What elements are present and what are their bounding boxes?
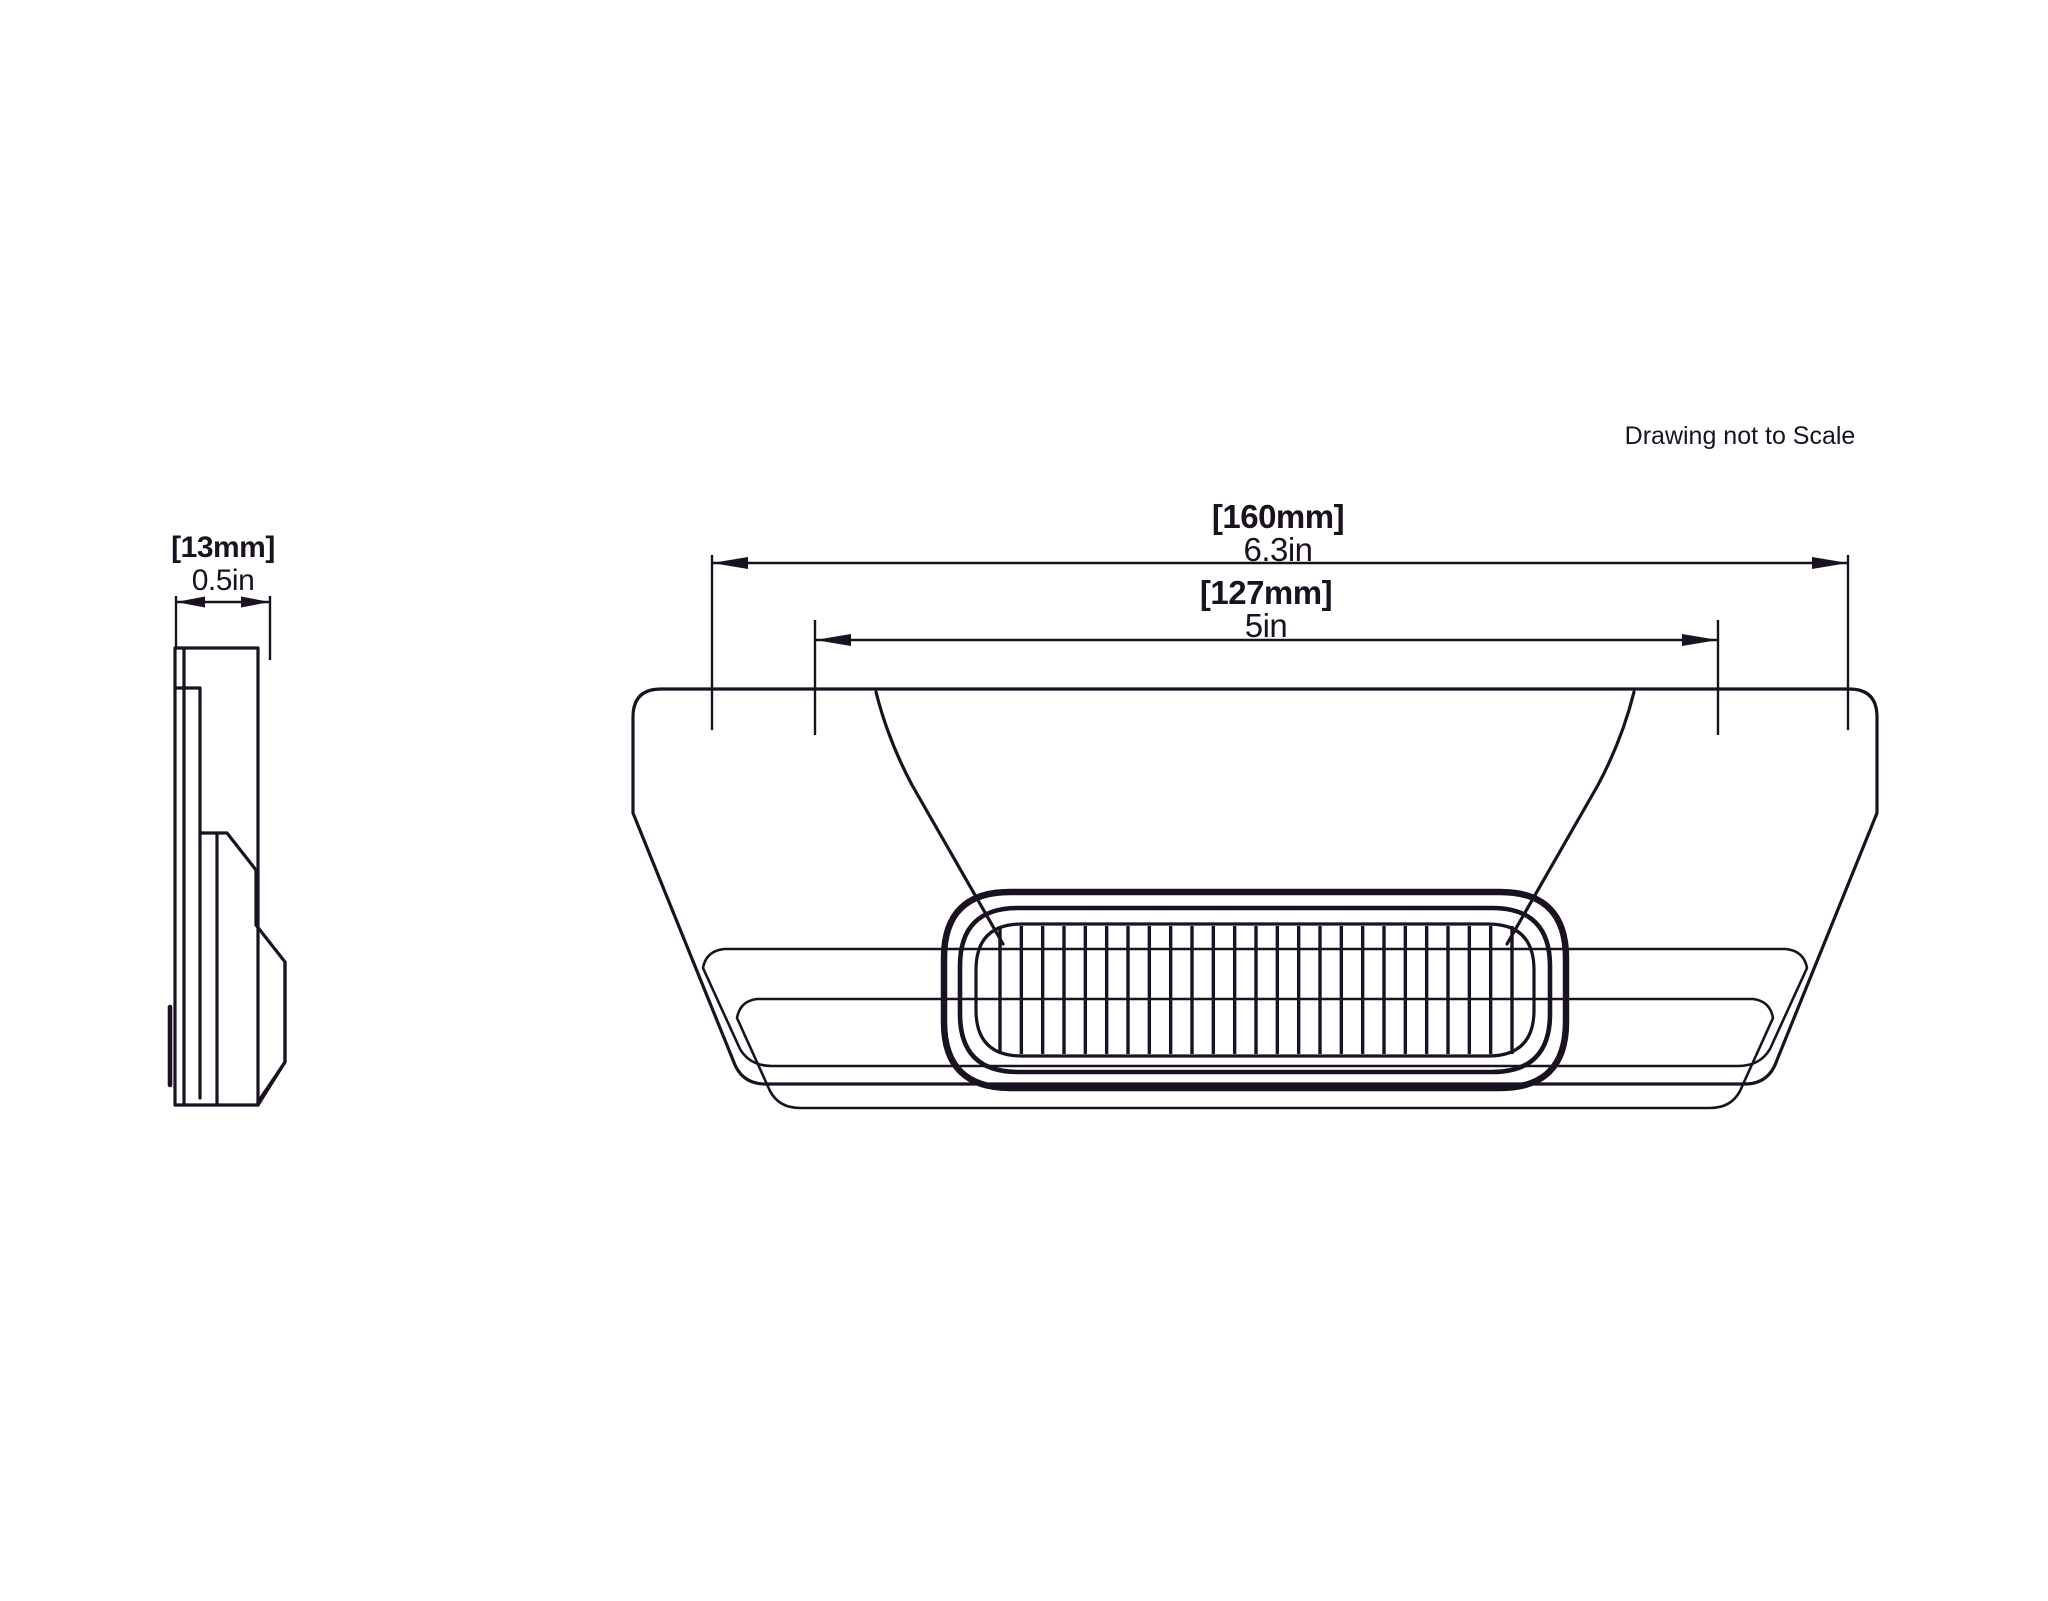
hole-spacing-arrow-left [815,634,851,646]
overall-width-imperial-label: 6.3in [1243,531,1312,568]
lens-bezel-outer [940,888,1570,1092]
lens-bezel-inner [957,905,1553,1075]
depth-arrow-left [176,596,205,608]
hole-spacing-metric-label: [127mm] [1200,574,1332,611]
hole-spacing-dimension: [127mm] 5in [813,574,1720,735]
left-inner-wall [874,690,1005,946]
depth-dimension-labels: [13mm] 0.5in [171,531,275,597]
depth-imperial-label: 0.5in [192,564,255,597]
hole-spacing-arrow-right [1682,634,1718,646]
side-bottom-chamfer [256,1060,287,1107]
overall-width-metric-label: [160mm] [1212,498,1344,535]
overall-width-dimension: [160mm] 6.3in [710,498,1850,730]
depth-metric-label: [13mm] [171,531,275,564]
led-grille-bars [998,926,1514,1054]
recess-ring-2-final [735,997,1775,1110]
side-upper-step [173,686,202,1100]
depth-arrow-right [241,596,270,608]
scale-note: Drawing not to Scale [1625,422,1856,450]
front-view [631,687,1879,1110]
overall-width-arrow-right [1812,557,1848,569]
side-profile-view [167,596,287,1107]
recess-ring-1 [701,947,1809,1068]
right-inner-wall [1505,690,1636,946]
bracket-outer-outline [631,687,1879,1086]
lens-aperture [974,922,1536,1058]
overall-width-arrow-left [712,557,748,569]
side-rear-housing [198,831,287,1104]
hole-spacing-imperial-label: 5in [1245,607,1288,644]
